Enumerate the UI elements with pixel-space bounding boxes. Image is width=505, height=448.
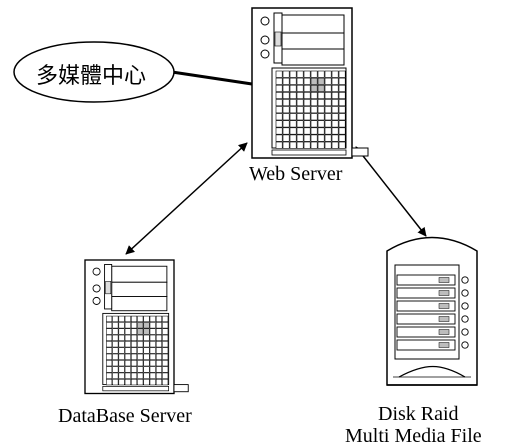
- disk-array-icon: [386, 236, 478, 386]
- media-center-link: [171, 70, 253, 86]
- tower-server-icon: [251, 7, 369, 159]
- tower-server-icon: [84, 259, 189, 395]
- multi-media-file-label: Multi Media File: [345, 425, 482, 447]
- arrow-web-to-database: [125, 142, 248, 255]
- media-center-label: 多媒體中心: [36, 64, 147, 89]
- arrow-web-to-disk-raid: [355, 146, 427, 237]
- disk-raid-label: Disk Raid: [378, 403, 459, 425]
- web-server-label: Web Server: [249, 163, 343, 185]
- media-center-bubble: [13, 41, 175, 103]
- database-server-label: DataBase Server: [58, 405, 192, 427]
